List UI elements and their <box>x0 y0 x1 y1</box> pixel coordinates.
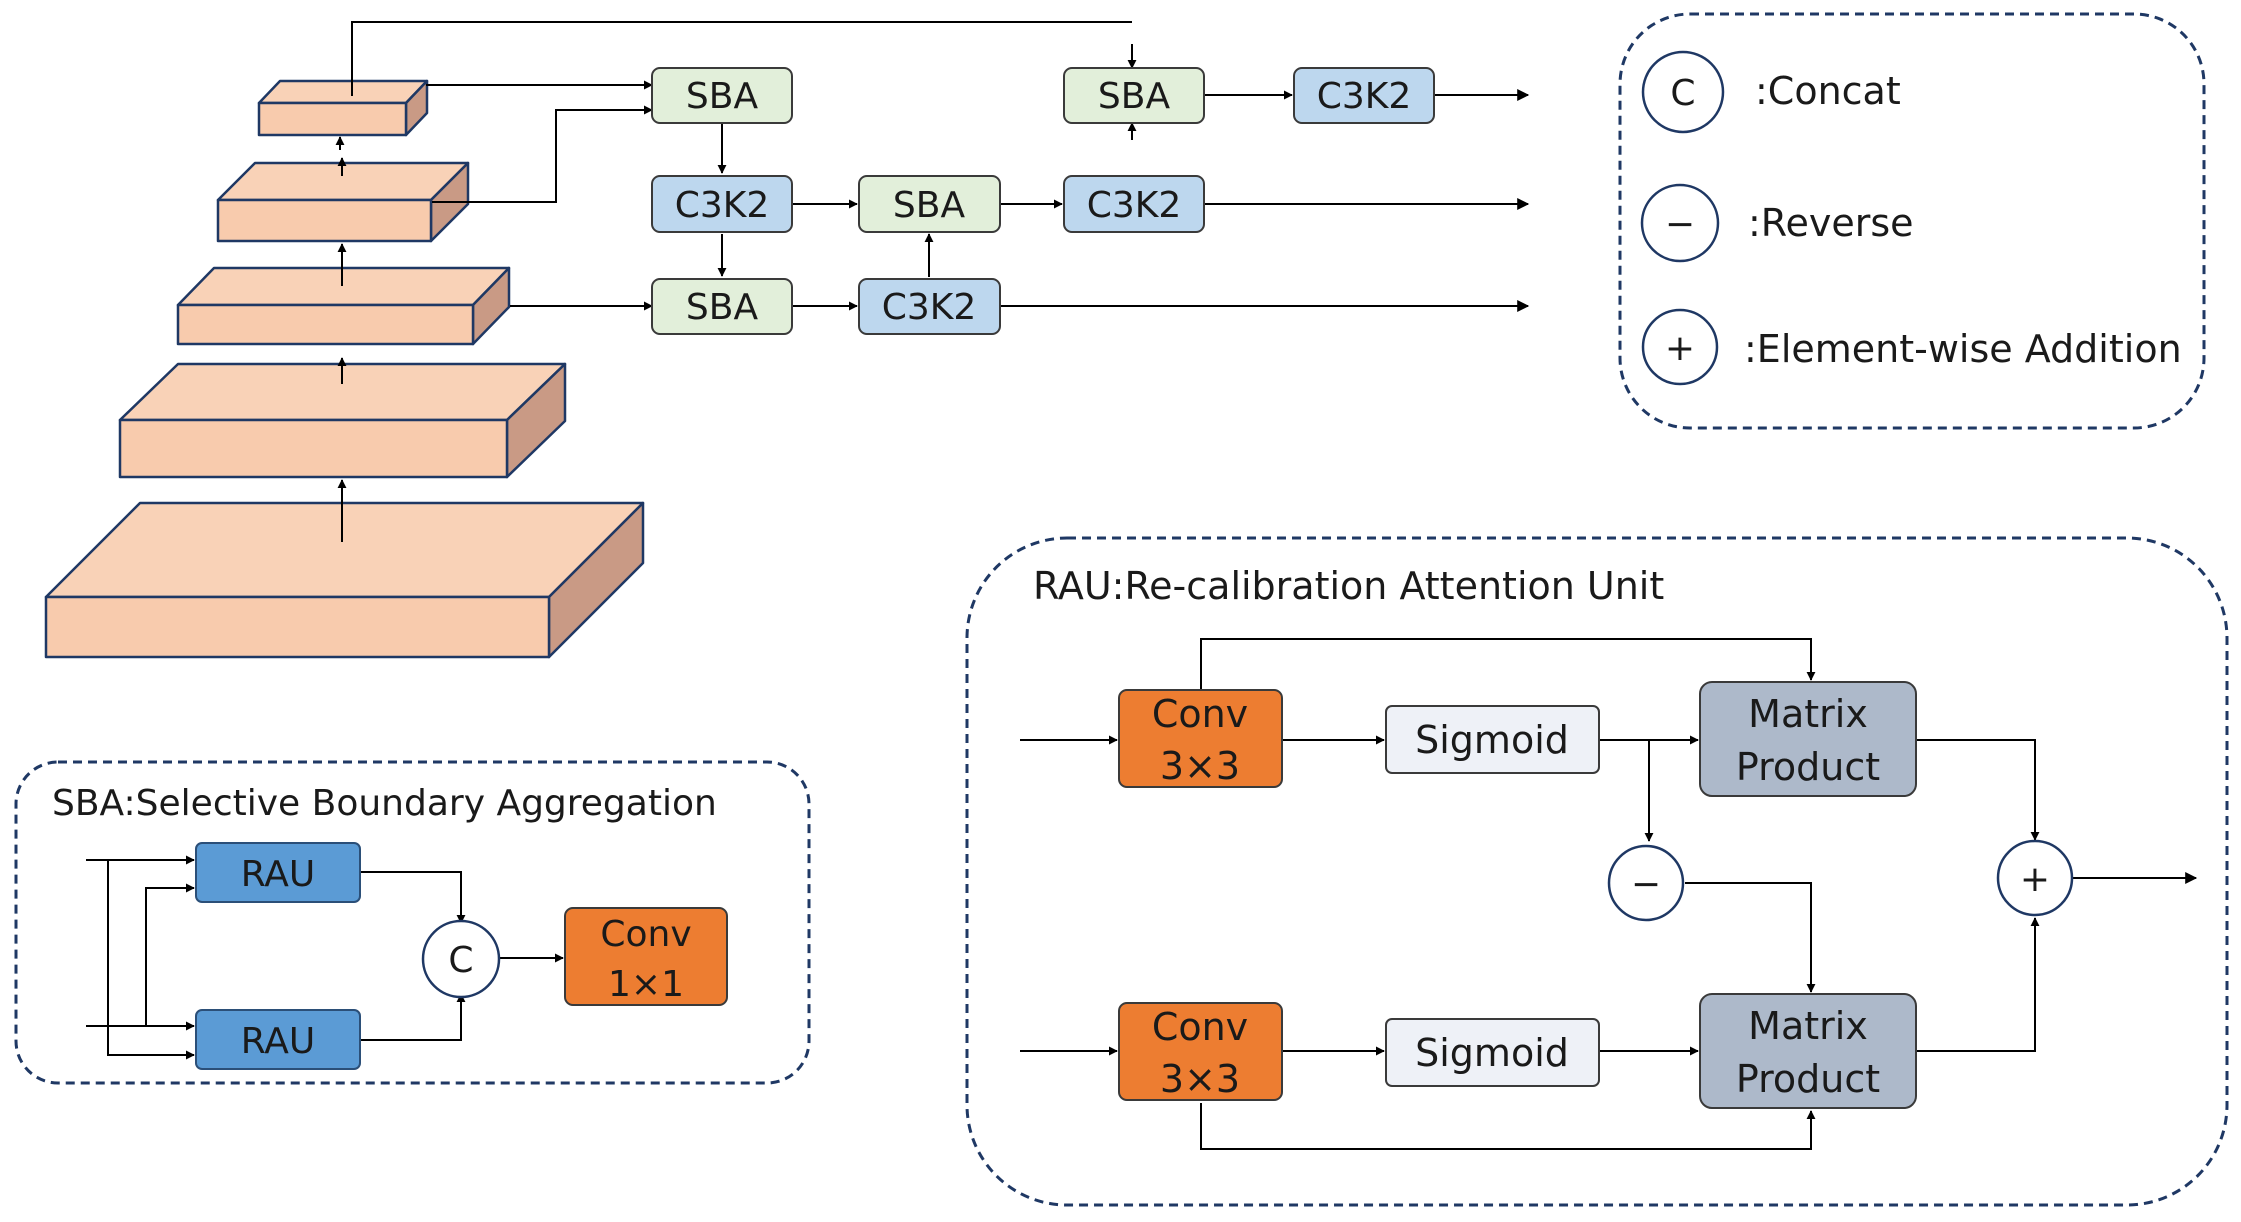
legend: C :Concat − :Reverse + :Element-wise Add… <box>1618 12 2206 430</box>
sba-block: SBA <box>1063 67 1205 124</box>
svg-text:Conv: Conv <box>1152 692 1248 736</box>
svg-text:Conv: Conv <box>600 914 691 955</box>
svg-text:−: − <box>1631 864 1661 905</box>
sba-module: SBA:Selective Boundary Aggregation RAU R… <box>14 760 811 1085</box>
svg-text:3×3: 3×3 <box>1160 1057 1240 1101</box>
c3k2-block: C3K2 <box>858 278 1001 335</box>
svg-text:C3K2: C3K2 <box>1317 76 1412 117</box>
sigmoid-block: Sigmoid <box>1385 1018 1600 1087</box>
svg-text:C: C <box>448 940 473 981</box>
svg-text:SBA: SBA <box>893 185 966 226</box>
svg-text:3×3: 3×3 <box>1160 744 1240 788</box>
rau-module-title: RAU:Re-calibration Attention Unit <box>1033 564 1664 608</box>
sigmoid-block: Sigmoid <box>1385 705 1600 774</box>
c3k2-block: C3K2 <box>1293 67 1435 124</box>
legend-border <box>1618 12 2206 430</box>
arrow-l4-sba <box>432 105 653 203</box>
svg-text:−: − <box>1665 204 1695 245</box>
svg-text:Conv: Conv <box>1152 1005 1248 1049</box>
svg-text:Matrix: Matrix <box>1748 1004 1868 1048</box>
concat-node: C <box>421 919 501 999</box>
rau-block: RAU <box>195 842 361 903</box>
backbone-slab-front <box>118 418 509 479</box>
sba-module-connections <box>86 855 564 1060</box>
rau-block: RAU <box>195 1009 361 1070</box>
sba-module-border <box>14 760 811 1085</box>
svg-text:C3K2: C3K2 <box>675 185 770 226</box>
svg-text:Matrix: Matrix <box>1748 692 1868 736</box>
backbone-slab-top <box>257 79 429 105</box>
svg-text:C: C <box>1670 73 1695 114</box>
svg-text:RAU: RAU <box>241 854 316 895</box>
backbone-slab-front <box>176 303 475 346</box>
skip-connection-top <box>351 21 1132 96</box>
neck-blocks: SBA C3K2 SBA SBA C3K2 C3K2 SBA <box>651 67 1435 335</box>
reverse-symbol <box>1640 183 1720 263</box>
svg-text:Sigmoid: Sigmoid <box>1415 1031 1569 1075</box>
svg-text:RAU: RAU <box>241 1021 316 1062</box>
svg-text:SBA: SBA <box>1098 76 1171 117</box>
rau-module: RAU:Re-calibration Attention Unit <box>965 536 2229 1207</box>
sba-module-title: SBA:Selective Boundary Aggregation <box>52 783 717 824</box>
conv-1x1-block: Conv 1×1 <box>564 907 728 1006</box>
svg-text:C3K2: C3K2 <box>882 287 977 328</box>
svg-text:Product: Product <box>1736 745 1880 789</box>
svg-text:SBA: SBA <box>686 76 759 117</box>
c3k2-block: C3K2 <box>651 175 793 233</box>
svg-text::Concat: :Concat <box>1755 69 1901 113</box>
neck-connections <box>351 21 1530 312</box>
svg-text:SBA: SBA <box>686 287 759 328</box>
addition-symbol <box>1641 308 1719 386</box>
c3k2-block: C3K2 <box>1063 175 1205 233</box>
rau-module-connections <box>1020 638 2198 1150</box>
backbone-slab-top <box>44 501 645 599</box>
sba-block: SBA <box>651 278 793 335</box>
svg-text:1×1: 1×1 <box>608 964 684 1005</box>
conv-3x3-block: Conv 3×3 <box>1118 1002 1283 1101</box>
svg-text:+: + <box>2020 859 2050 900</box>
concat-symbol <box>1641 50 1725 134</box>
matrix-product-block: Matrix Product <box>1699 993 1917 1109</box>
legend-item-reverse: − :Reverse <box>1640 183 1914 263</box>
legend-item-addition: + :Element-wise Addition <box>1641 308 2182 386</box>
backbone-slab-front <box>44 595 551 659</box>
conv-3x3-block: Conv 3×3 <box>1118 689 1283 788</box>
reverse-node: − <box>1607 844 1685 922</box>
matrix-product-block: Matrix Product <box>1699 681 1917 797</box>
svg-text:Sigmoid: Sigmoid <box>1415 718 1569 762</box>
backbone-slab-front <box>257 101 408 137</box>
backbone-slab-top <box>176 266 511 307</box>
legend-item-concat: C :Concat <box>1641 50 1901 134</box>
sba-block: SBA <box>858 175 1001 233</box>
svg-text::Reverse: :Reverse <box>1748 201 1914 245</box>
backbone-slab-front <box>216 198 433 243</box>
svg-text:C3K2: C3K2 <box>1087 185 1182 226</box>
svg-text:Product: Product <box>1736 1057 1880 1101</box>
rau-module-border <box>965 536 2229 1207</box>
svg-text:+: + <box>1665 328 1695 369</box>
add-node: + <box>1996 839 2074 917</box>
backbone-pyramid <box>44 79 645 659</box>
sba-block: SBA <box>651 67 793 124</box>
svg-text::Element-wise Addition: :Element-wise Addition <box>1744 327 2182 371</box>
